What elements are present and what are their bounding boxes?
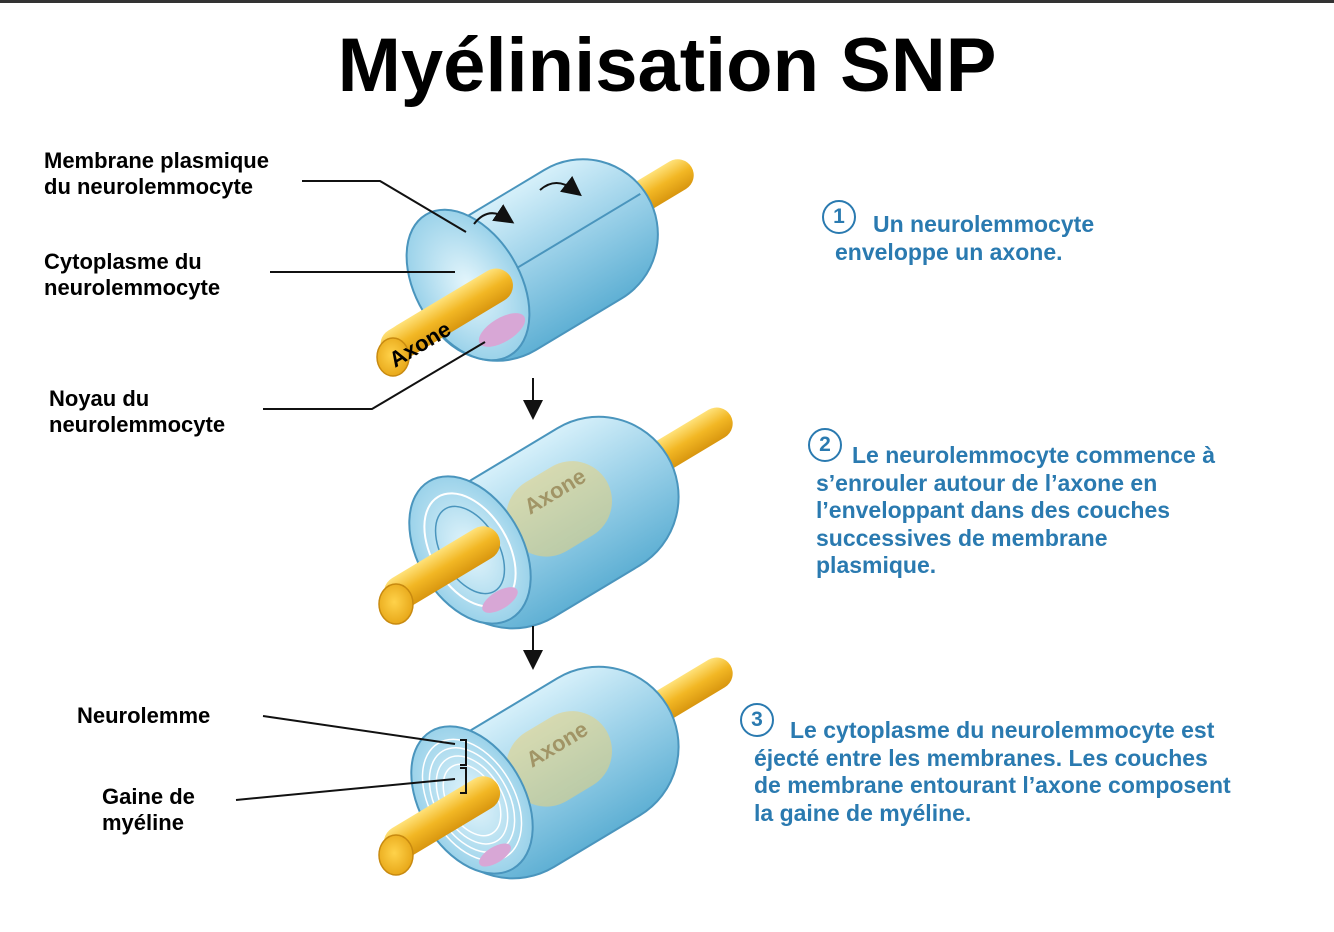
leader-line-gaine [235,778,456,801]
stage-1-illustration [376,158,694,377]
stage-3-illustration [378,657,733,880]
leader-line-neurolemme [262,715,456,745]
label-cytoplasme: Cytoplasme du neurolemmocyte [44,249,221,300]
step-3-number: 3 [740,703,774,737]
step-2-text: Le neurolemmocyte commence à s’enrouler … [816,442,1216,578]
leader-line-membrane [302,180,467,233]
label-neurolemme: Neurolemme [77,703,211,728]
step-1-text: Un neurolemmocyte enveloppe un axone. [835,211,1095,265]
label-gaine-myeline: Gaine de myéline [102,784,195,835]
stage-2-illustration [378,407,733,630]
step-1-number: 1 [822,200,856,234]
leader-line-noyau [263,341,486,410]
top-border [0,0,1334,3]
label-noyau: Noyau du neurolemmocyte [49,386,226,437]
step-3-text: Le cytoplasme du neurolemmocyte est éjec… [754,717,1231,826]
label-membrane-plasmique: Membrane plasmique du neurolemmocyte [44,148,269,199]
page-title: Myélinisation SNP [337,23,997,108]
step-2-number: 2 [808,428,842,462]
